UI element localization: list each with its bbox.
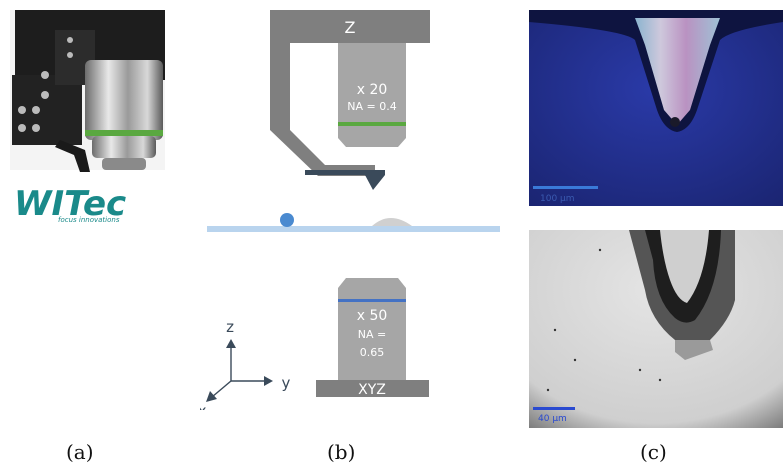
caption-a: (a) [66,440,94,464]
caption-b: (b) [327,440,356,464]
bottom-objective [338,278,406,380]
caption-c: (c) [640,440,667,464]
cantilever-bracket [270,43,375,176]
top-scalebar-label: 100 µm [540,194,575,204]
bottom-micrograph: 40 µm [529,230,783,428]
micrographs: 100 µm 40 µm [529,10,783,428]
z-stage-label: Z [345,18,356,37]
bottom-objective-ring [338,299,406,302]
bottom-objective-mag: x 50 [357,308,388,324]
top-micrograph: 100 µm [529,10,783,206]
bottom-objective-na-line1: NA = [358,328,386,341]
sample-bump [372,218,412,226]
panel-c-micrographs: 100 µm 40 µm [525,0,783,430]
top-objective-mag: x 20 [357,82,388,98]
top-objective [338,43,406,147]
probe-tip [305,170,385,190]
xyz-stage-label: XYZ [358,382,386,398]
sample-slide [207,226,500,232]
setup-schematic: Z x 20 NA = 0.4 x 50 NA = 0.65 XYZ [198,10,500,420]
logo-tagline: focus innovations [58,216,120,224]
panel-a-microscope-photo: WITec focus innovations [0,0,170,230]
bottom-scalebar-label: 40 µm [538,414,567,424]
xyz-stage [316,380,429,397]
top-objective-na: NA = 0.4 [347,100,396,113]
axis-z-label: z [226,318,234,336]
microscope-photo: WITec focus innovations [10,10,165,224]
sample-bead [280,213,294,227]
top-objective-ring [338,122,406,126]
axis-y-label: y [282,374,291,392]
logo-text: WITec [14,184,126,224]
axis-x-label: x [200,402,207,410]
bottom-objective-na-line2: 0.65 [360,346,385,359]
coordinate-axes [206,339,273,402]
panel-b-schematic: Z x 20 NA = 0.4 x 50 NA = 0.65 XYZ [198,0,510,420]
z-stage [270,10,430,43]
